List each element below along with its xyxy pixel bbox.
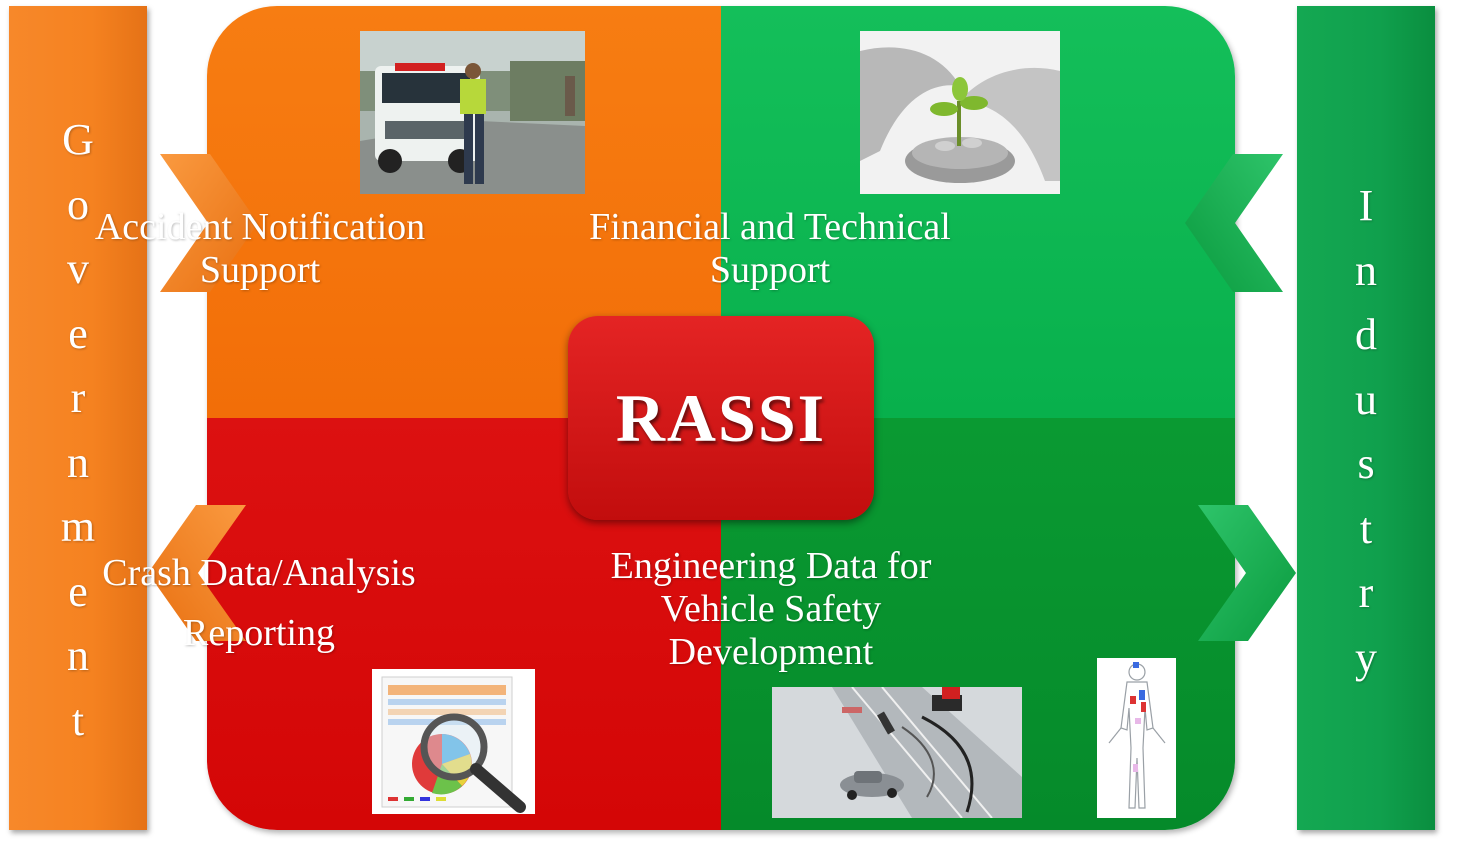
- tl-text-line: Support: [199, 249, 321, 291]
- br-text-line: Engineering Data for: [610, 545, 932, 587]
- chevron-right-icon: [1198, 505, 1296, 641]
- government-letter: m: [60, 502, 96, 551]
- government-letter: v: [67, 244, 89, 293]
- industry-letter: I: [1358, 181, 1374, 230]
- bl-text-line: Crash Data/Analysis: [102, 552, 416, 594]
- chevron-right-icon: [160, 154, 258, 292]
- br-text-line: Vehicle Safety: [660, 588, 882, 630]
- government-letter: G: [62, 115, 94, 164]
- hands-coins-plant-photo: [860, 31, 1060, 194]
- government-letter: e: [68, 308, 88, 358]
- chevron-left-icon: [148, 505, 246, 641]
- industry-letter: d: [1355, 310, 1377, 359]
- industry-letter: y: [1355, 632, 1377, 682]
- chevron-left-icon: [1185, 154, 1283, 292]
- tr-text-line: Support: [709, 249, 831, 291]
- br-text-line: Development: [668, 631, 874, 673]
- government-letter: e: [68, 566, 88, 616]
- police-vehicle-photo: [360, 31, 585, 194]
- government-letter: n: [67, 631, 89, 680]
- government-letter: o: [67, 179, 89, 229]
- government-letter: r: [70, 373, 86, 422]
- rassi-center-box: RASSI: [568, 316, 874, 520]
- bl-text-line: Reporting: [183, 612, 335, 654]
- industry-letter: n: [1355, 245, 1377, 295]
- tl-text-line: Accident Notification: [94, 206, 426, 248]
- industry-letter: r: [1358, 568, 1374, 617]
- industry-letter: s: [1357, 439, 1375, 488]
- industry-letter: t: [1359, 503, 1373, 553]
- crash-simulation-render: [772, 687, 1022, 818]
- government-letter: t: [71, 695, 85, 745]
- rassi-label: RASSI: [615, 379, 827, 456]
- body-injury-diagram: [1097, 658, 1176, 818]
- tr-text-line: Financial and Technical: [589, 206, 951, 248]
- government-letter: n: [67, 437, 89, 487]
- industry-letter: u: [1355, 374, 1377, 424]
- report-magnifier-icon: [372, 669, 535, 814]
